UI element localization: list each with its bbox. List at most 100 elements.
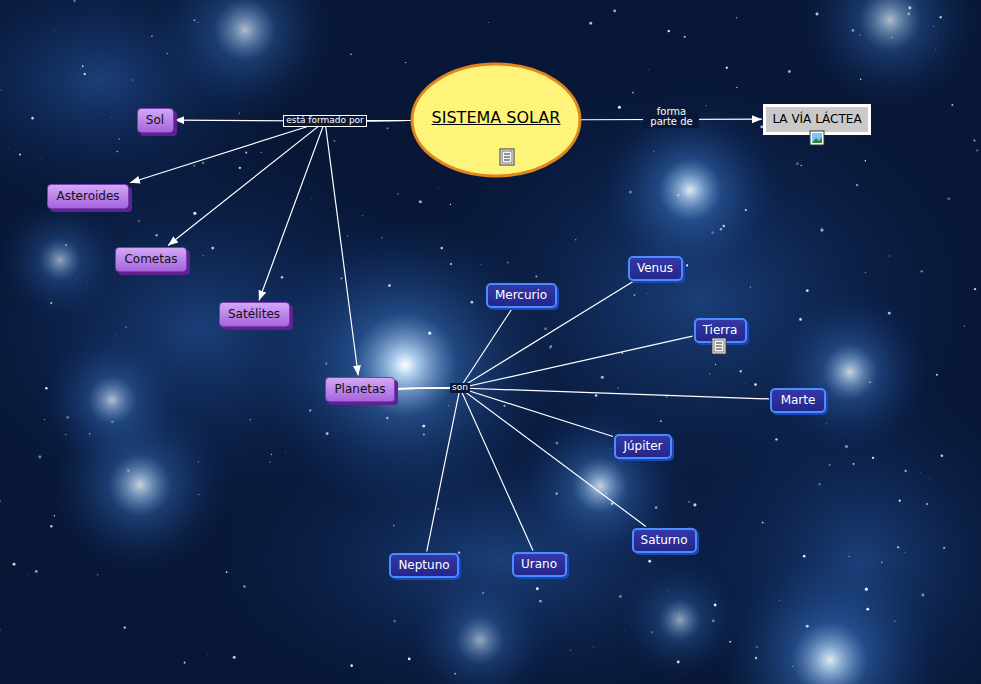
star bbox=[595, 394, 598, 397]
star bbox=[613, 10, 616, 13]
star bbox=[127, 469, 130, 472]
star bbox=[606, 493, 607, 494]
star bbox=[800, 165, 802, 167]
star bbox=[865, 272, 866, 273]
star bbox=[648, 560, 651, 563]
edge-label: forma parte de bbox=[643, 107, 699, 128]
star bbox=[151, 35, 153, 37]
node-text: Satélites bbox=[228, 307, 280, 321]
star bbox=[663, 137, 665, 139]
star bbox=[908, 6, 911, 9]
star bbox=[350, 53, 351, 54]
star bbox=[44, 419, 45, 420]
star bbox=[198, 461, 199, 462]
star bbox=[239, 112, 241, 114]
edge-label: está formado por bbox=[283, 115, 367, 126]
star bbox=[973, 139, 975, 141]
star bbox=[820, 226, 822, 228]
star bbox=[653, 151, 654, 152]
node-text: Mercurio bbox=[495, 288, 547, 302]
star bbox=[82, 65, 84, 67]
star bbox=[281, 276, 284, 279]
star bbox=[618, 106, 621, 109]
star-glow bbox=[600, 100, 780, 280]
star bbox=[79, 67, 81, 69]
star-glow bbox=[770, 292, 930, 452]
node-text: Marte bbox=[781, 393, 816, 407]
star-glow bbox=[800, 0, 980, 110]
concept-box: Cometas bbox=[115, 247, 187, 272]
star bbox=[326, 432, 329, 435]
star bbox=[974, 288, 976, 290]
star bbox=[818, 483, 821, 486]
star bbox=[233, 656, 236, 659]
star bbox=[775, 438, 777, 440]
star bbox=[729, 641, 731, 643]
star bbox=[589, 22, 592, 25]
star bbox=[419, 200, 422, 203]
star bbox=[921, 593, 924, 596]
concept-box: Sol bbox=[137, 108, 174, 133]
star bbox=[593, 646, 594, 647]
star bbox=[27, 574, 29, 576]
star bbox=[687, 193, 689, 195]
star bbox=[865, 160, 867, 162]
star bbox=[261, 152, 262, 153]
connector bbox=[168, 120, 411, 245]
star bbox=[894, 621, 896, 623]
star bbox=[936, 38, 938, 40]
star bbox=[75, 277, 77, 279]
node-text: Saturno bbox=[641, 533, 688, 547]
star bbox=[684, 36, 686, 38]
document-icon bbox=[712, 338, 726, 354]
star bbox=[907, 13, 910, 16]
star bbox=[897, 546, 899, 548]
star bbox=[393, 620, 396, 623]
star bbox=[243, 585, 246, 588]
star bbox=[285, 452, 287, 454]
star bbox=[617, 387, 619, 389]
star bbox=[31, 117, 34, 120]
star bbox=[976, 149, 978, 151]
node-text: Asteroides bbox=[56, 189, 119, 203]
connector bbox=[396, 388, 533, 551]
star bbox=[38, 455, 41, 458]
star-glow bbox=[410, 570, 550, 684]
node-text: LA VÍA LÁCTEA bbox=[772, 112, 861, 126]
star bbox=[726, 67, 728, 69]
star-glow bbox=[42, 330, 182, 470]
star bbox=[184, 662, 186, 664]
star bbox=[740, 370, 742, 372]
star bbox=[921, 270, 923, 272]
star bbox=[0, 500, 1, 502]
concept-box: Planetas bbox=[325, 377, 395, 402]
star bbox=[736, 17, 737, 18]
star bbox=[936, 374, 938, 376]
star bbox=[405, 62, 406, 63]
star bbox=[619, 595, 622, 598]
star bbox=[601, 376, 604, 379]
star bbox=[211, 247, 214, 250]
concept-box: Satélites bbox=[219, 302, 290, 327]
star bbox=[50, 525, 52, 527]
star bbox=[381, 237, 383, 239]
planet-box: Venus bbox=[628, 256, 683, 281]
star bbox=[806, 625, 809, 628]
star bbox=[89, 433, 91, 435]
star bbox=[705, 105, 707, 107]
star bbox=[309, 410, 311, 412]
star bbox=[891, 37, 893, 39]
star bbox=[408, 658, 411, 661]
star bbox=[803, 555, 806, 558]
star bbox=[667, 590, 668, 591]
star bbox=[100, 209, 103, 212]
planet-box: Saturno bbox=[632, 528, 697, 553]
star bbox=[138, 220, 140, 222]
star bbox=[746, 188, 748, 190]
star bbox=[678, 418, 680, 420]
star bbox=[122, 35, 124, 37]
star bbox=[482, 592, 484, 594]
image-icon bbox=[810, 131, 824, 145]
star bbox=[111, 421, 114, 424]
star bbox=[651, 631, 653, 633]
